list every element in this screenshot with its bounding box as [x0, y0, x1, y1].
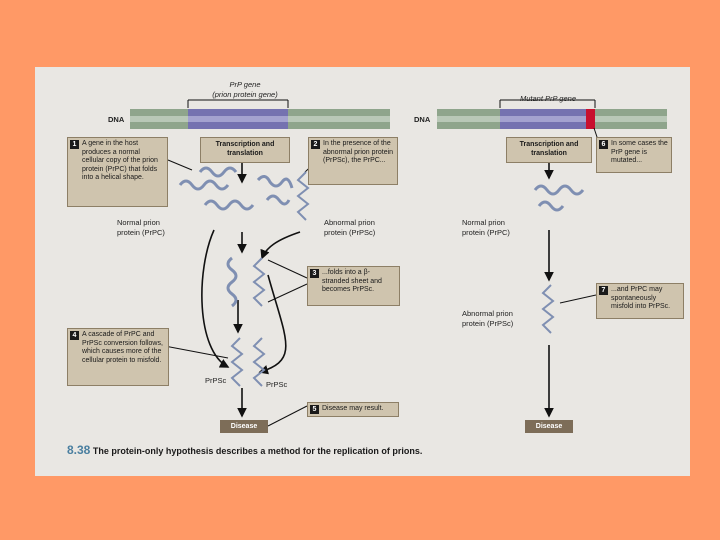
left-dna-label: DNA — [108, 115, 125, 124]
left-dna-strand — [130, 99, 390, 129]
left-arrows — [201, 163, 301, 418]
step4-text: A cascade of PrPC and PrPSc conversion f… — [82, 331, 163, 364]
mutation-marker — [586, 109, 595, 129]
step2-box: 2 In the presence of the abnormal prion … — [308, 137, 398, 185]
step2-text: In the presence of the abnormal prion pr… — [323, 140, 394, 165]
left-normal-protein-label: Normal prion protein (PrPC) — [117, 218, 165, 237]
step5-box: 5 Disease may result. — [307, 402, 399, 417]
figure-number: 8.38 — [67, 443, 91, 457]
right-transcription-box: Transcription and translation — [506, 137, 592, 163]
step7-box: 7 ...and PrPC may spontaneously misfold … — [596, 283, 684, 319]
step5-number: 5 — [310, 405, 319, 414]
step3-text: ...folds into a β-stranded sheet and bec… — [322, 269, 382, 294]
figure-caption: 8.38 The protein-only hypothesis describ… — [67, 443, 427, 457]
step3-number: 3 — [310, 269, 319, 278]
left-abnormal-protein-label: Abnormal prion protein (PrPSc) — [324, 218, 376, 237]
left-disease-label: Disease — [220, 420, 268, 433]
step5-text: Disease may result. — [322, 405, 384, 412]
step6-text: In some cases the PrP gene is mutated... — [611, 140, 668, 165]
right-dna-label: DNA — [414, 115, 431, 124]
step1-box: 1 A gene in the host produces a normal c… — [67, 137, 168, 207]
step6-number: 6 — [599, 140, 608, 149]
step4-number: 4 — [70, 331, 79, 340]
right-gene-label: Mutant PrP gene — [519, 94, 576, 103]
left-gene-label: PrP gene (prion protein gene) — [212, 80, 278, 99]
step3-box: 3 ...folds into a β-stranded sheet and b… — [307, 266, 400, 306]
step7-number: 7 — [599, 286, 608, 295]
left-transcription-box: Transcription and translation — [200, 137, 290, 163]
step1-number: 1 — [70, 140, 79, 149]
sheet-proteins — [230, 171, 555, 387]
right-disease-label: Disease — [525, 420, 573, 433]
step2-number: 2 — [311, 140, 320, 149]
right-abnormal-protein-label: Abnormal prion protein (PrPSc) — [462, 309, 514, 328]
right-dna-strand — [437, 99, 667, 129]
step1-text: A gene in the host produces a normal cel… — [82, 140, 158, 182]
right-normal-protein-label: Normal prion protein (PrPC) — [462, 218, 510, 237]
prpsc-label-a: PrPSc — [205, 376, 227, 385]
prpsc-label-b: PrPSc — [266, 380, 288, 389]
caption-text: The protein-only hypothesis describes a … — [92, 446, 423, 456]
step7-text: ...and PrPC may spontaneously misfold in… — [611, 286, 671, 311]
helical-proteins — [178, 166, 585, 308]
step4-box: 4 A cascade of PrPC and PrPSc conversion… — [67, 328, 169, 386]
step6-box: 6 In some cases the PrP gene is mutated.… — [596, 137, 672, 173]
